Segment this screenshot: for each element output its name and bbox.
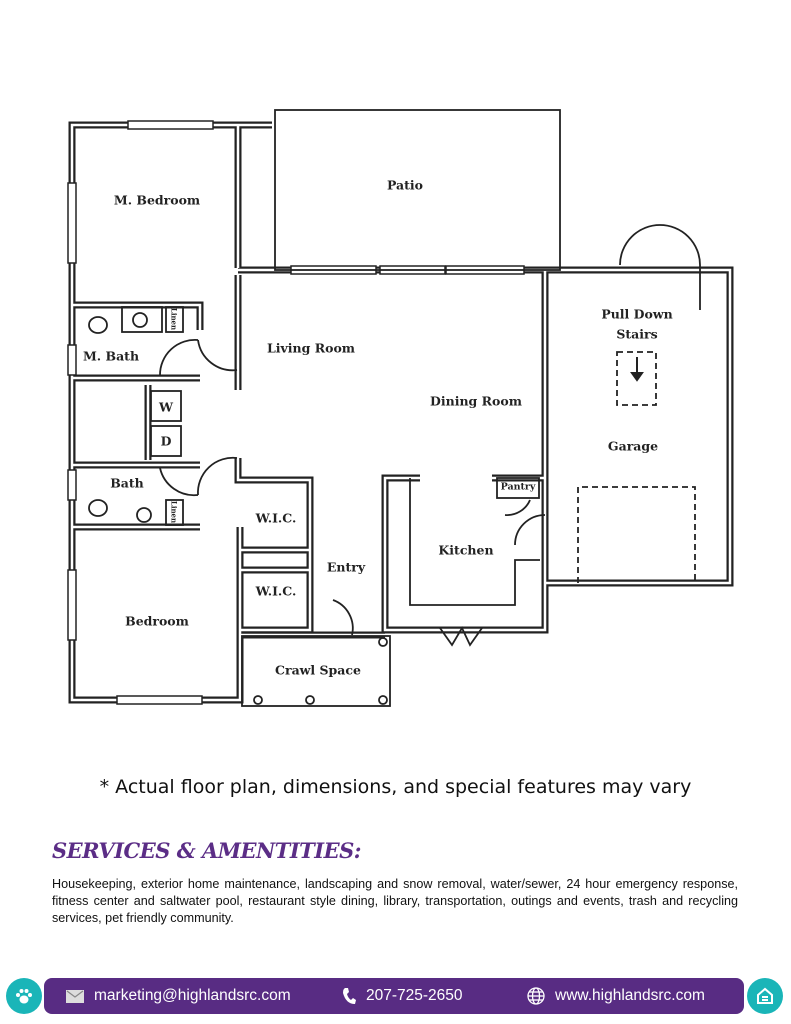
footer-phone[interactable]: 207-725-2650 xyxy=(342,978,463,1014)
room-label-master-bedroom: M. Bedroom xyxy=(113,192,201,208)
footer-website[interactable]: www.highlandsrc.com xyxy=(527,978,705,1014)
room-label-linen-2: Linen xyxy=(169,500,179,524)
equal-housing-icon xyxy=(747,978,783,1014)
room-label-pull-down-stairs: Pull Down xyxy=(601,306,673,322)
room-label-entry: Entry xyxy=(326,559,366,575)
floor-plan-drawing xyxy=(67,109,734,707)
room-label-master-bath: M. Bath xyxy=(82,348,140,364)
paw-icon xyxy=(6,978,42,1014)
room-label-living-room: Living Room xyxy=(266,340,356,356)
room-label-wic-2: W.I.C. xyxy=(255,583,297,599)
disclaimer: * Actual floor plan, dimensions, and spe… xyxy=(99,776,692,798)
services-text: Housekeeping, exterior home maintenance,… xyxy=(52,877,738,925)
phone-link[interactable]: 207-725-2650 xyxy=(366,987,463,1004)
room-label-dryer: D xyxy=(160,433,172,449)
room-label-washer: W xyxy=(158,399,174,415)
mail-icon xyxy=(66,989,84,1003)
contact-footer-bar: marketing@highlandsrc.com 207-725-2650 w… xyxy=(44,978,744,1014)
phone-icon xyxy=(343,988,356,1004)
room-label-kitchen: Kitchen xyxy=(438,542,494,558)
room-label-garage: Garage xyxy=(607,438,659,454)
footer-email[interactable]: marketing@highlandsrc.com xyxy=(66,978,291,1014)
room-label-dining-room: Dining Room xyxy=(430,393,522,409)
room-label-pantry: Pantry xyxy=(500,481,536,493)
globe-icon xyxy=(527,987,545,1005)
room-label-bath: Bath xyxy=(110,475,144,491)
room-label-pull-down-stairs-2: Stairs xyxy=(616,326,658,342)
services-title: SERVICES & AMENTITIES: xyxy=(52,838,362,863)
email-link[interactable]: marketing@highlandsrc.com xyxy=(94,987,291,1004)
room-label-patio: Patio xyxy=(386,177,424,193)
room-label-crawl-space: Crawl Space xyxy=(275,662,361,678)
room-label-wic: W.I.C. xyxy=(255,510,297,526)
website-link[interactable]: www.highlandsrc.com xyxy=(555,987,705,1004)
room-label-bedroom: Bedroom xyxy=(125,613,189,629)
room-label-linen: Linen xyxy=(169,307,179,331)
patio-outline xyxy=(274,109,561,271)
